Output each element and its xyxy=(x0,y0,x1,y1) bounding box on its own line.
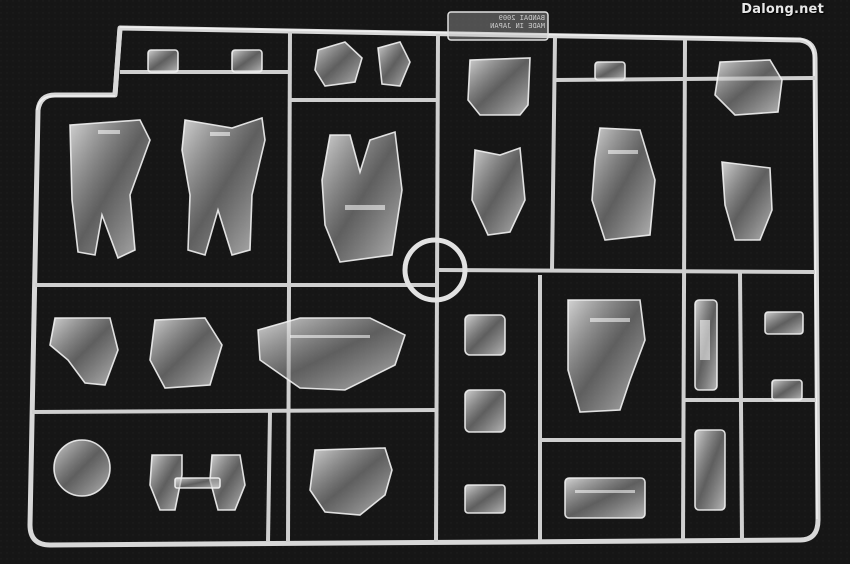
clear-parts xyxy=(49,41,804,519)
highlights xyxy=(98,130,710,493)
watermark: Dalong.net xyxy=(741,2,824,17)
sprue-frame-highlight xyxy=(36,26,818,520)
mold-tag-plate xyxy=(447,11,549,41)
sprue-ring xyxy=(402,237,468,303)
mold-line-1: BANDAI 2009 xyxy=(498,14,545,22)
mold-line-2: MADE IN JAPAN xyxy=(490,22,545,30)
mold-lettering: BANDAI 2009 MADE IN JAPAN xyxy=(455,14,545,30)
